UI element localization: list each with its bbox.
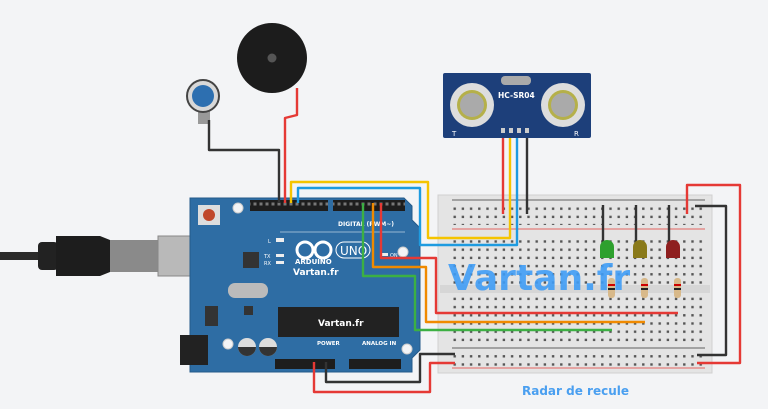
digital-label: DIGITAL (PWM~) (338, 221, 394, 228)
chip-text: Vartan.fr (318, 319, 364, 329)
board-text: Vartan.fr (293, 268, 339, 278)
sensor-t-mark: T (451, 130, 457, 138)
led-tx-label: TX (263, 254, 271, 260)
led-rx-label: RX (264, 261, 271, 267)
hc-sr04-sensor[interactable]: HC-SR04 T R (443, 73, 591, 138)
analog-label: ANALOG IN (362, 341, 397, 347)
watermark: Vartan.fr (448, 258, 630, 299)
arduino-brand: ARDUINO (295, 258, 332, 266)
uno-label: UNO (340, 244, 367, 258)
on-label: ON (390, 253, 398, 259)
power-header (275, 359, 335, 369)
led-l-label: L (268, 239, 271, 245)
piezo-buzzer[interactable] (237, 23, 307, 93)
led-green[interactable] (600, 240, 614, 258)
potentiometer[interactable] (186, 79, 220, 124)
sensor-model: HC-SR04 (498, 91, 535, 100)
analog-header (349, 359, 401, 369)
resistor-1[interactable] (608, 278, 615, 298)
resistor-2[interactable] (641, 278, 648, 298)
power-jack (180, 335, 208, 365)
usb-cable (0, 235, 209, 277)
breadboard (437, 194, 713, 374)
arduino-logo (295, 240, 333, 260)
wires (207, 88, 742, 394)
led-red[interactable] (666, 240, 680, 258)
atmega-chip (278, 307, 399, 337)
led-yellow[interactable] (633, 240, 647, 258)
sensor-r-mark: R (574, 130, 579, 138)
arduino-uno-board[interactable]: DIGITAL (PWM~) L TX RX UNO ARDUINO Varta… (180, 197, 421, 373)
power-label: POWER (317, 341, 341, 347)
caption: Radar de recule (522, 384, 629, 398)
resistor-3[interactable] (674, 278, 681, 298)
